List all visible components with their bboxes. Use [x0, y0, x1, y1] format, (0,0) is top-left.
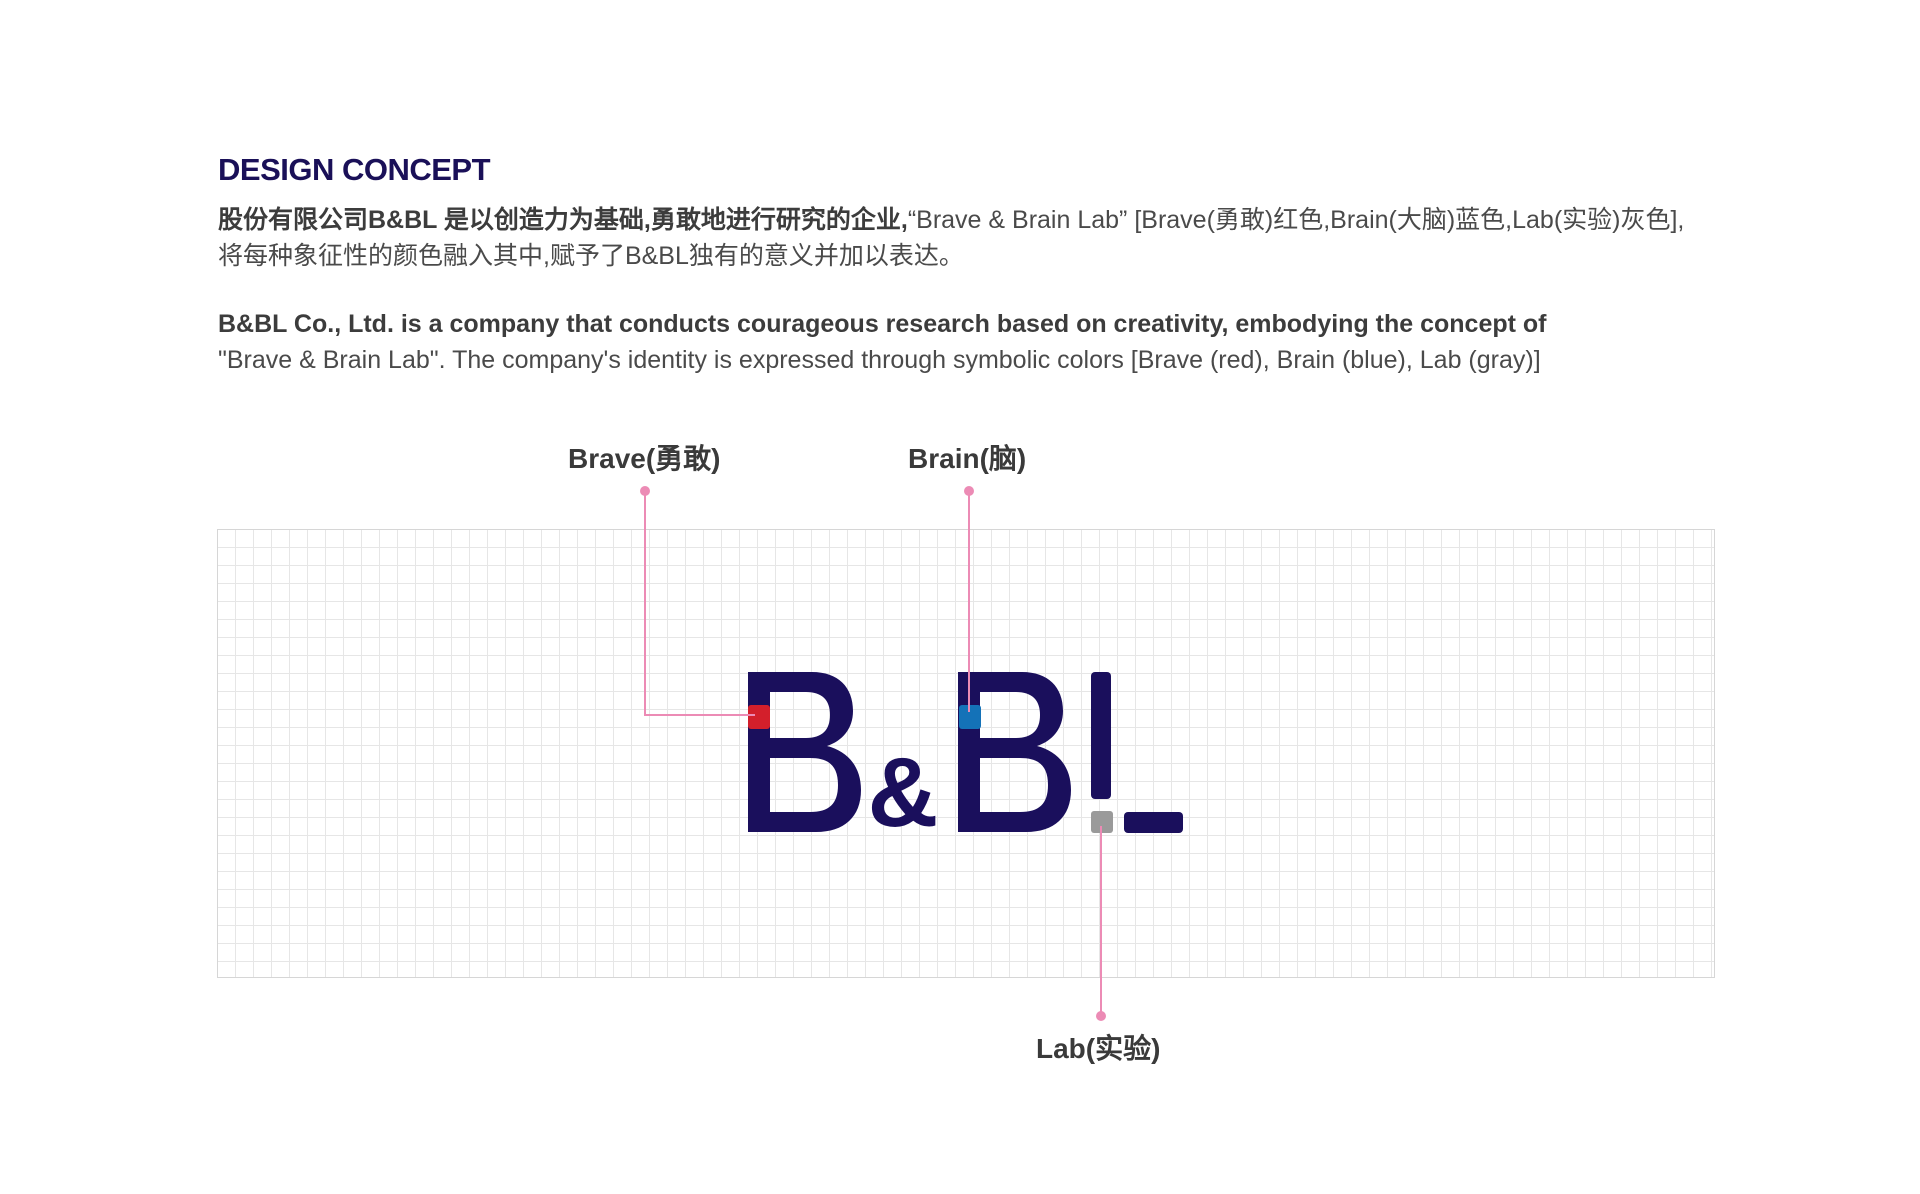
design-concept-heading: DESIGN CONCEPT [218, 152, 491, 187]
logo-letter-b2 [958, 672, 1071, 832]
chinese-description-bold: 股份有限公司B&BL 是以创造力为基础,勇敢地进行研究的企业, [218, 206, 908, 234]
lab-gray-square [1091, 811, 1113, 833]
callout-lines [644, 491, 1102, 1016]
logo-letter-b1 [748, 672, 861, 832]
brave-red-square [748, 705, 770, 729]
brain-leader-dot [964, 486, 974, 496]
chinese-description: 股份有限公司B&BL 是以创造力为基础,勇敢地进行研究的企业,“Brave & … [218, 202, 1684, 274]
brave-leader-dot [640, 486, 650, 496]
english-description-line1: B&BL Co., Ltd. is a company that conduct… [218, 310, 1547, 338]
callout-lab-label: Lab(实验) [1036, 1033, 1161, 1064]
chinese-description-line2: 将每种象征性的颜色融入其中,赋予了B&BL独有的意义并加以表达。 [218, 242, 964, 270]
chinese-description-rest: “Brave & Brain Lab” [Brave(勇敢)红色,Brain(大… [907, 206, 1685, 234]
lab-leader-dot [1096, 1011, 1106, 1021]
brave-leader-line [644, 491, 755, 716]
callout-brave-label: Brave(勇敢) [568, 443, 721, 474]
logo-letter-l-stem [1091, 672, 1111, 799]
english-description: B&BL Co., Ltd. is a company that conduct… [218, 306, 1547, 378]
bbl-logo: & [748, 672, 1183, 847]
logo-ampersand: & [868, 737, 939, 847]
logo-letter-l-base [1124, 812, 1183, 833]
brain-blue-square [959, 705, 981, 729]
english-description-line2: "Brave & Brain Lab". The company's ident… [218, 346, 1541, 374]
callout-brain-label: Brain(脑) [908, 443, 1027, 474]
